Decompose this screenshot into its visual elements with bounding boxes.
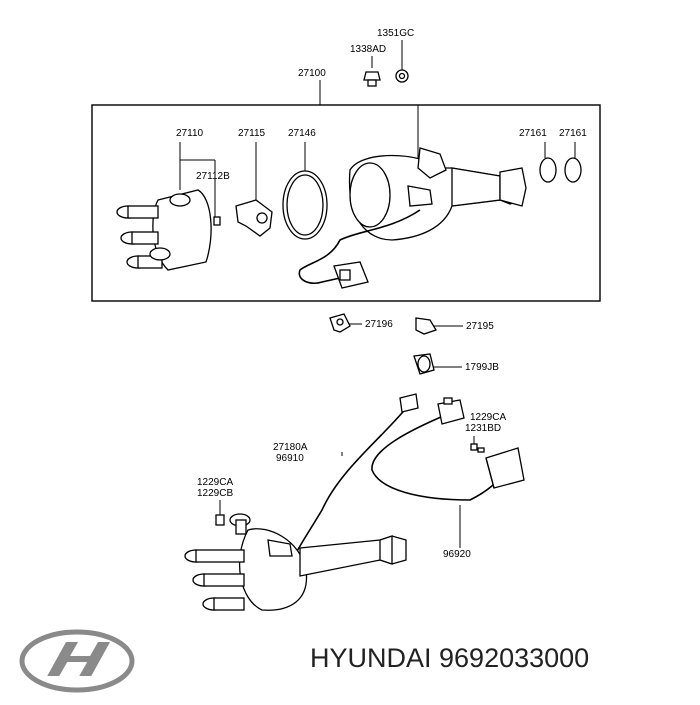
bolt-1338ad — [363, 71, 381, 87]
washer-1351gc — [395, 69, 409, 83]
label-27161-b: 27161 — [559, 128, 587, 139]
label-27115: 27115 — [238, 128, 266, 139]
connector-upper-right — [437, 397, 465, 425]
label-27180a: 27180A — [273, 442, 308, 453]
label-1338ad: 1338AD — [350, 44, 386, 55]
bolt-1229ca-right — [470, 443, 478, 451]
clamp-27195 — [415, 317, 437, 335]
distributor-lower — [184, 513, 407, 611]
connector-box — [333, 261, 369, 289]
label-27110: 27110 — [176, 128, 204, 139]
label-1229ca-right: 1229CA — [470, 412, 506, 423]
label-27146: 27146 — [288, 128, 316, 139]
hyundai-logo-icon — [19, 629, 135, 693]
label-27100: 27100 — [298, 68, 326, 79]
part-number-caption: HYUNDAI 9692033000 — [310, 643, 590, 673]
label-1351gc: 1351GC — [377, 28, 414, 39]
label-1229cb: 1229CB — [197, 488, 233, 499]
distributor-cap — [116, 189, 221, 271]
connector-upper-left — [399, 393, 419, 413]
wire-harness-box — [298, 209, 421, 285]
label-1799jb: 1799JB — [465, 362, 499, 373]
leader-lines — [179, 40, 576, 548]
distributor-body — [348, 147, 527, 241]
label-96920: 96920 — [443, 549, 471, 560]
label-27112b: 27112B — [196, 171, 230, 182]
label-27196: 27196 — [365, 319, 393, 330]
clip-1799jb — [413, 353, 435, 375]
noise-filter-96920 — [477, 447, 525, 489]
wire-harness-lower-b — [371, 413, 506, 501]
label-96910: 96910 — [276, 453, 304, 464]
assembly-box — [91, 104, 601, 302]
label-1231bd: 1231BD — [465, 423, 501, 434]
o-ring-27161-b — [564, 157, 582, 183]
label-1229ca-left: 1229CA — [197, 477, 233, 488]
wire-harness-lower-a — [294, 405, 409, 556]
clamp-27196 — [329, 313, 351, 333]
o-ring-27161-a — [539, 157, 557, 183]
rotor — [235, 199, 273, 237]
label-27195: 27195 — [466, 321, 494, 332]
label-27161-a: 27161 — [519, 128, 547, 139]
seal-ring-27146 — [282, 170, 328, 240]
